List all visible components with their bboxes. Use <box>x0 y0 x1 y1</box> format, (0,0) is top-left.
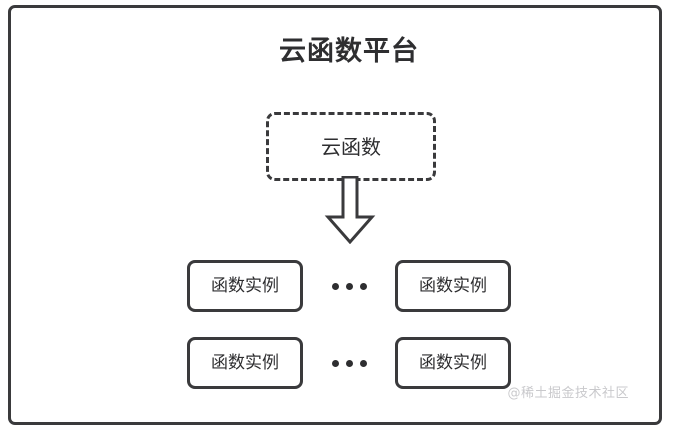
watermark: @稀土掘金技术社区 <box>507 386 629 401</box>
ellipsis-dot <box>345 282 353 290</box>
cloud-function-platform-frame: 云函数平台 云函数 函数实例 ••• 函数实例 <box>8 5 662 425</box>
function-instance-label: 函数实例 <box>211 276 279 296</box>
function-instance-label: 函数实例 <box>211 353 279 373</box>
down-block-arrow-icon <box>324 175 376 245</box>
ellipsis-dot <box>331 359 339 367</box>
ellipsis-dot <box>345 359 353 367</box>
function-instance-box: 函数实例 <box>395 337 511 389</box>
cloud-function-label: 云函数 <box>321 134 381 159</box>
function-instance-label: 函数实例 <box>419 276 487 296</box>
ellipsis-icon: ••• <box>303 282 395 290</box>
ellipsis-dot <box>331 282 339 290</box>
instance-row-1: 函数实例 ••• 函数实例 <box>11 260 676 312</box>
page-title: 云函数平台 <box>279 36 419 67</box>
ellipsis-dot <box>359 282 367 290</box>
function-instance-box: 函数实例 <box>187 260 303 312</box>
instance-row-2: 函数实例 ••• 函数实例 <box>11 337 676 389</box>
function-instance-box: 函数实例 <box>395 260 511 312</box>
ellipsis-dot <box>359 359 367 367</box>
ellipsis-icon: ••• <box>303 359 395 367</box>
function-instance-label: 函数实例 <box>419 353 487 373</box>
cloud-function-node: 云函数 <box>266 112 436 181</box>
function-instance-box: 函数实例 <box>187 337 303 389</box>
